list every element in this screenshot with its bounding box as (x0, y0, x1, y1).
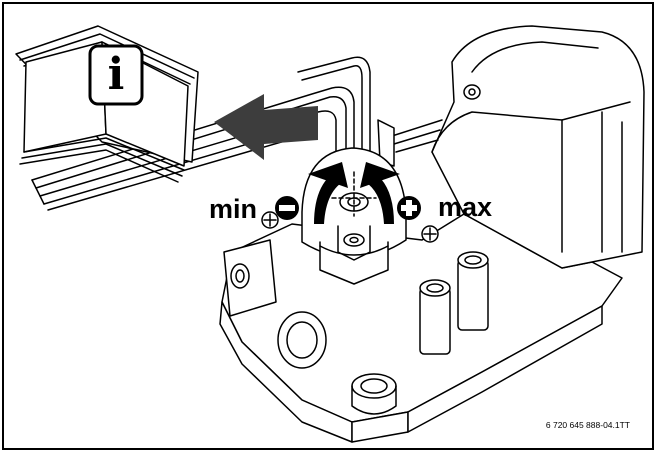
minus-circle-icon (275, 196, 299, 220)
left-arrow-icon (214, 94, 318, 160)
plus-circle-icon (397, 196, 421, 220)
min-label: min (209, 194, 258, 224)
max-label: max (438, 192, 493, 222)
open-book-info-icon (15, 25, 199, 183)
valve-body (219, 25, 645, 443)
gas-valve-illustration (15, 25, 645, 443)
info-letter: i (107, 49, 125, 100)
rotation-arrows-icon (308, 162, 400, 224)
info-symbol: i (90, 46, 142, 104)
figure-frame: i min max 6 720 645 888-04.1TT (2, 2, 654, 450)
document-code: 6 720 645 888-04.1TT (545, 420, 630, 430)
